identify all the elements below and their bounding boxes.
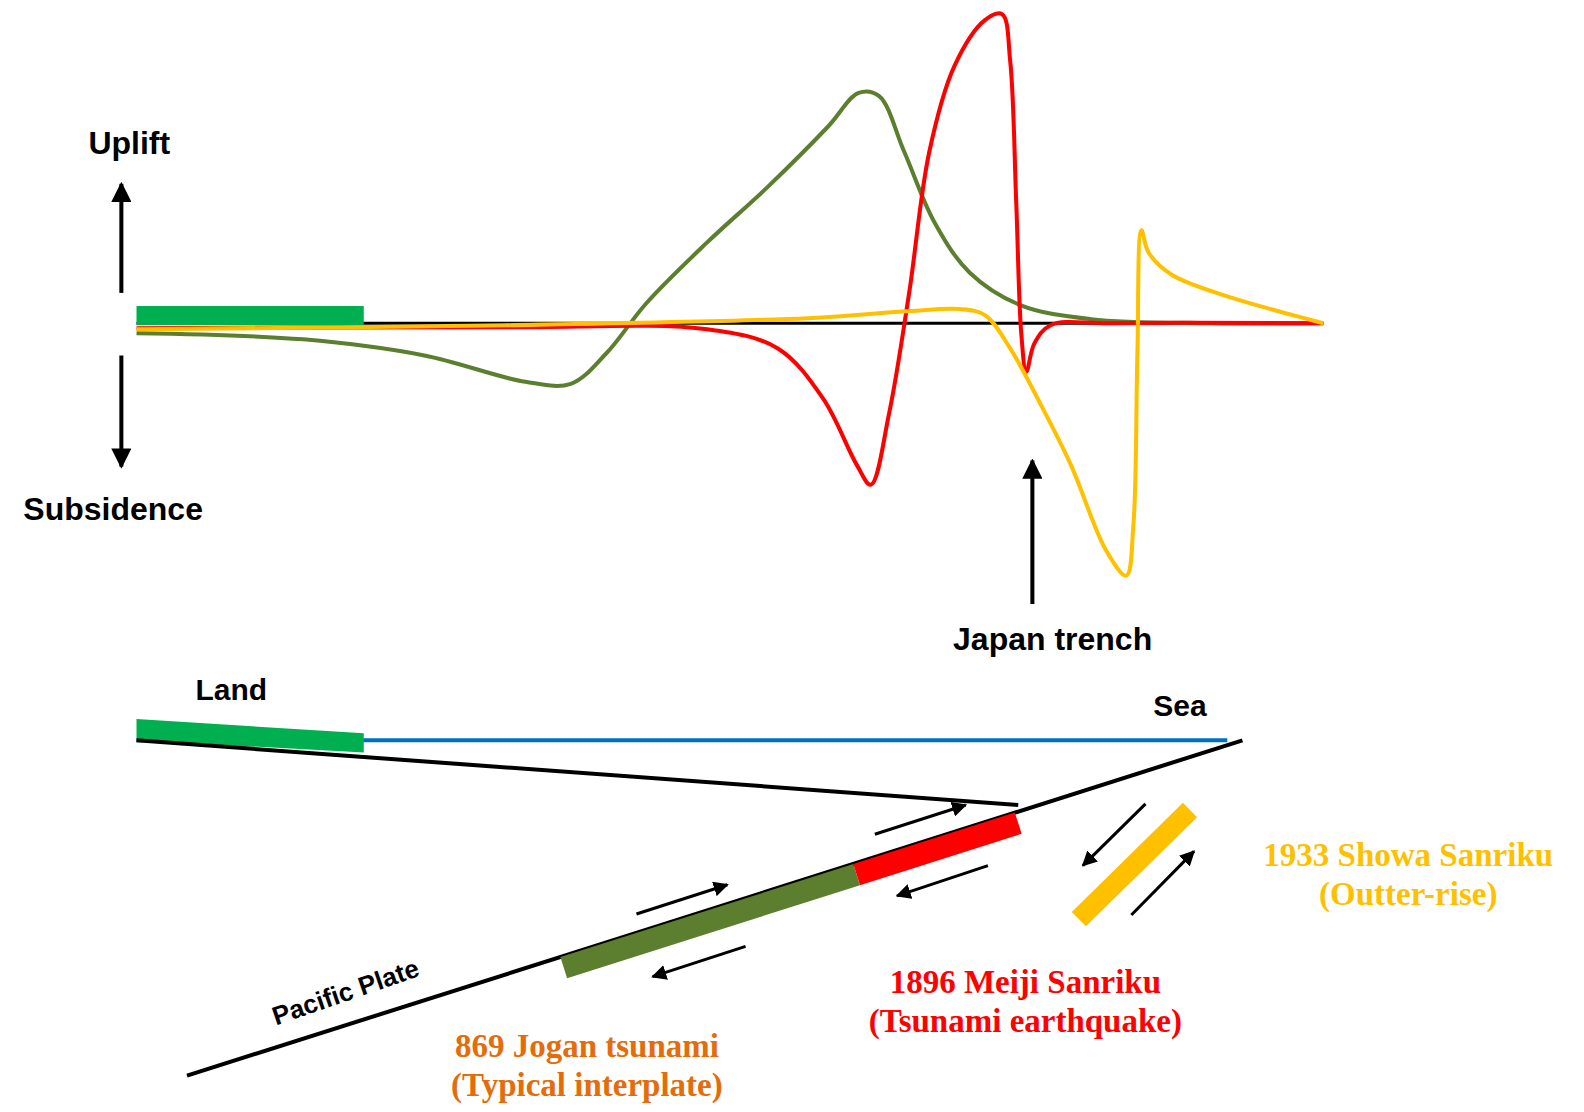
event-label: 1896 Meiji Sanriku (Tsunami earthquake) — [833, 963, 1217, 1041]
sea-label: Sea — [1153, 688, 1206, 723]
showa-deformation-curve — [137, 230, 1324, 575]
axis-label: Subsidence — [23, 491, 203, 529]
event-label: 1933 Showa Sanriku (Outter-rise) — [1239, 836, 1577, 914]
slip-arrow — [636, 885, 727, 914]
slip-arrow — [875, 805, 966, 834]
trench-pointer-arrow — [1030, 461, 1034, 604]
trench-label: Japan trench — [953, 621, 1152, 659]
uplift-arrow — [119, 184, 123, 293]
slip-arrow — [897, 866, 988, 896]
overriding-plate-base — [137, 740, 1019, 805]
event-label: 869 Jogan tsunami (Typical interplate) — [420, 1027, 753, 1105]
slip-arrow — [653, 946, 746, 976]
showa-outer-rise-fault — [1079, 810, 1190, 919]
axis-label: Uplift — [88, 125, 170, 163]
pacific-plate-interface — [187, 740, 1242, 1075]
slip-arrow — [1131, 851, 1194, 915]
land-label: Land — [196, 672, 268, 707]
land-bar — [137, 306, 364, 325]
slip-arrow — [1083, 804, 1146, 866]
jogan-fault-patch — [564, 875, 857, 968]
subsidence-arrow — [119, 356, 123, 467]
plate-label: Pacific Plate — [268, 953, 423, 1032]
